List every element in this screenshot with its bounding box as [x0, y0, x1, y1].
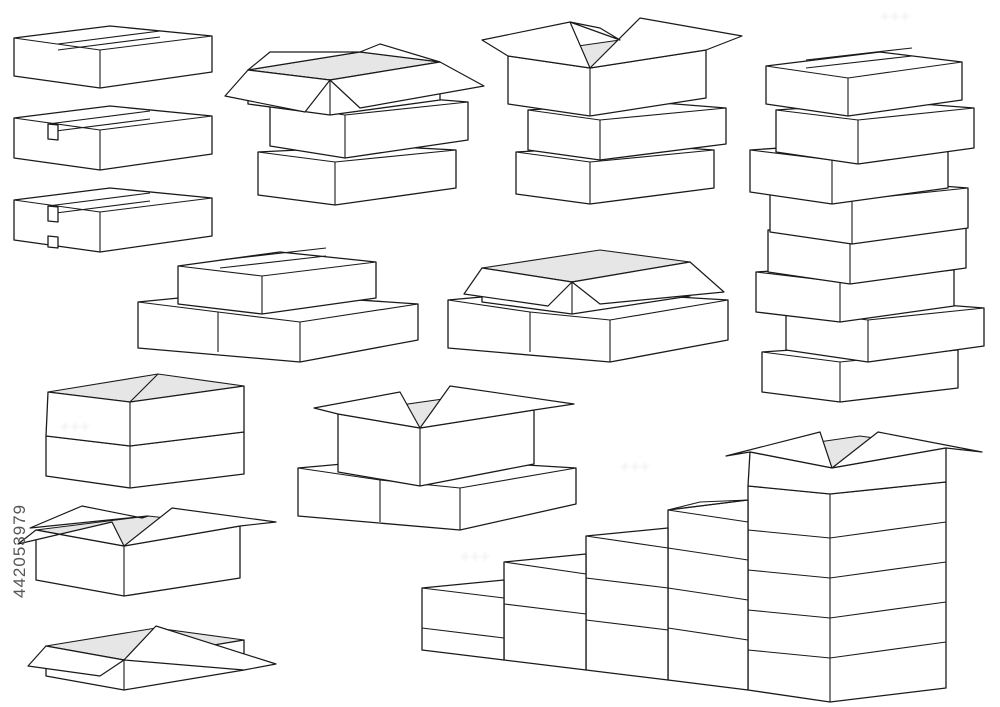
open-box-on-pair	[447, 249, 729, 363]
open-tray-box	[27, 625, 277, 691]
svg-text:◈◈◈: ◈◈◈	[620, 459, 650, 474]
svg-text:◈◈◈: ◈◈◈	[880, 9, 910, 24]
tall-box-stack	[749, 47, 985, 403]
box-staircase	[421, 431, 983, 703]
closed-box-side-tape	[13, 105, 213, 171]
stock-id-label: 442053979	[10, 503, 29, 598]
stack-open-box-three-b	[481, 17, 743, 205]
closed-box-taped	[13, 25, 213, 89]
closed-box-side-tape-2	[13, 187, 213, 253]
stack-open-box-three	[224, 43, 485, 206]
closed-box-on-pair	[137, 247, 419, 363]
open-double-box	[45, 373, 245, 489]
open-box-on-pair-b	[297, 385, 577, 531]
svg-text:◈◈◈: ◈◈◈	[60, 419, 90, 434]
open-box-flaps	[17, 505, 277, 597]
stock-watermark-pattern: ◈◈◈ ◈◈◈ ◈◈◈ ◈◈◈	[60, 9, 910, 564]
svg-text:◈◈◈: ◈◈◈	[460, 549, 490, 564]
